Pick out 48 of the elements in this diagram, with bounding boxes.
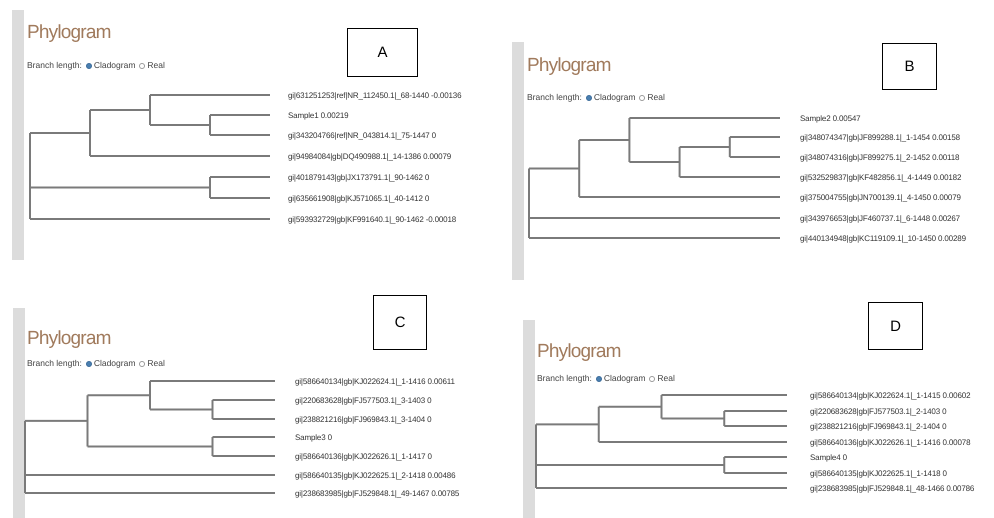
option-label: Branch length: xyxy=(27,358,82,369)
view-title: Phylogram xyxy=(527,55,611,77)
leaf-label: gi|631251253|ref|NR_112450.1|_68-1440 -0.00136 xyxy=(288,90,462,100)
view-title: Phylogram xyxy=(27,22,111,44)
panel-letter-box: B xyxy=(882,43,937,90)
option-label: Cladogram xyxy=(604,373,646,384)
leaf-label: gi|440134948|gb|KC119109.1|_10-1450 0.00289 xyxy=(800,232,966,244)
leaf-label: Sample3 0 xyxy=(295,432,332,442)
option-label: Branch length: xyxy=(27,60,82,71)
leaf-label: gi|348074347|gb|JF899288.1|_1-1454 0.00158 xyxy=(800,132,960,142)
leaf-label: gi|238821216|gb|FJ969843.1|_3-1404 0 xyxy=(295,414,432,424)
leaf-label: gi|586640134|gb|KJ022624.1|_1-1416 0.00611 xyxy=(295,376,455,386)
leaf-label: gi|593932729|gb|KF991640.1|_90-1462 -0.00018 xyxy=(288,214,456,224)
leaf-label: gi|586640135|gb|KJ022625.1|_1-1418 0 xyxy=(810,468,947,478)
leaf-label: gi|586640135|gb|KJ022625.1|_2-1418 0.00486 xyxy=(295,470,456,480)
leaf-label: gi|238683985|gb|FJ529848.1|_49-1467 0.00785 xyxy=(295,488,460,498)
option-label: Real xyxy=(647,92,665,103)
leaf-label: gi|586640136|gb|KJ022626.1|_1-1416 0.00078 xyxy=(810,436,970,448)
leaf-label: gi|238683985|gb|FJ529848.1|_48-1466 0.00786 xyxy=(810,482,974,494)
leaf-label: Sample4 0 xyxy=(810,452,847,462)
option-label: Cladogram xyxy=(94,358,136,369)
leaf-label: gi|238821216|gb|FJ969843.1|_2-1404 0 xyxy=(810,420,946,432)
leaf-label: gi|375004755|gb|JN700139.1|_4-1450 0.00079 xyxy=(800,192,961,202)
leaf-label: gi|635661908|gb|KJ571065.1|_40-1412 0 xyxy=(288,192,430,204)
leaf-label: gi|220683628|gb|FJ577503.1|_2-1403 0 xyxy=(810,406,946,416)
leaf-label: Sample2 0.00547 xyxy=(800,112,860,124)
leaf-label: Sample1 0.00219 xyxy=(288,110,348,120)
leaf-label: gi|348074316|gb|JF899275.1|_2-1452 0.00118 xyxy=(800,152,960,162)
leaf-label: gi|220683628|gb|FJ577503.1|_3-1403 0 xyxy=(295,394,432,406)
leaf-label: gi|94984084|gb|DQ490988.1|_14-1386 0.00079 xyxy=(288,150,452,162)
panel-letter-box: A xyxy=(347,28,418,77)
option-label: Branch length: xyxy=(527,92,582,103)
leaf-label: gi|401879143|gb|JX173791.1|_90-1462 0 xyxy=(288,172,430,182)
view-title: Phylogram xyxy=(537,341,621,363)
leaf-label: gi|343976653|gb|JF460737.1|_6-1448 0.00267 xyxy=(800,212,960,224)
leaf-label: gi|343204766|ref|NR_043814.1|_75-1447 0 xyxy=(288,130,436,140)
option-label: Real xyxy=(147,60,165,71)
option-label: Real xyxy=(147,358,165,369)
leaf-label: gi|586640136|gb|KJ022626.1|_1-1417 0 xyxy=(295,450,432,462)
leaf-label: gi|532529837|gb|KF482856.1|_4-1449 0.00182 xyxy=(800,172,962,182)
option-label: Branch length: xyxy=(537,373,592,384)
panel-letter-box: C xyxy=(373,295,427,350)
leaf-label: gi|586640134|gb|KJ022624.1|_1-1415 0.00602 xyxy=(810,390,970,400)
panel-letter-box: D xyxy=(868,302,923,350)
view-title: Phylogram xyxy=(27,328,111,350)
option-label: Real xyxy=(657,373,675,384)
option-label: Cladogram xyxy=(594,92,636,103)
option-label: Cladogram xyxy=(94,60,136,71)
